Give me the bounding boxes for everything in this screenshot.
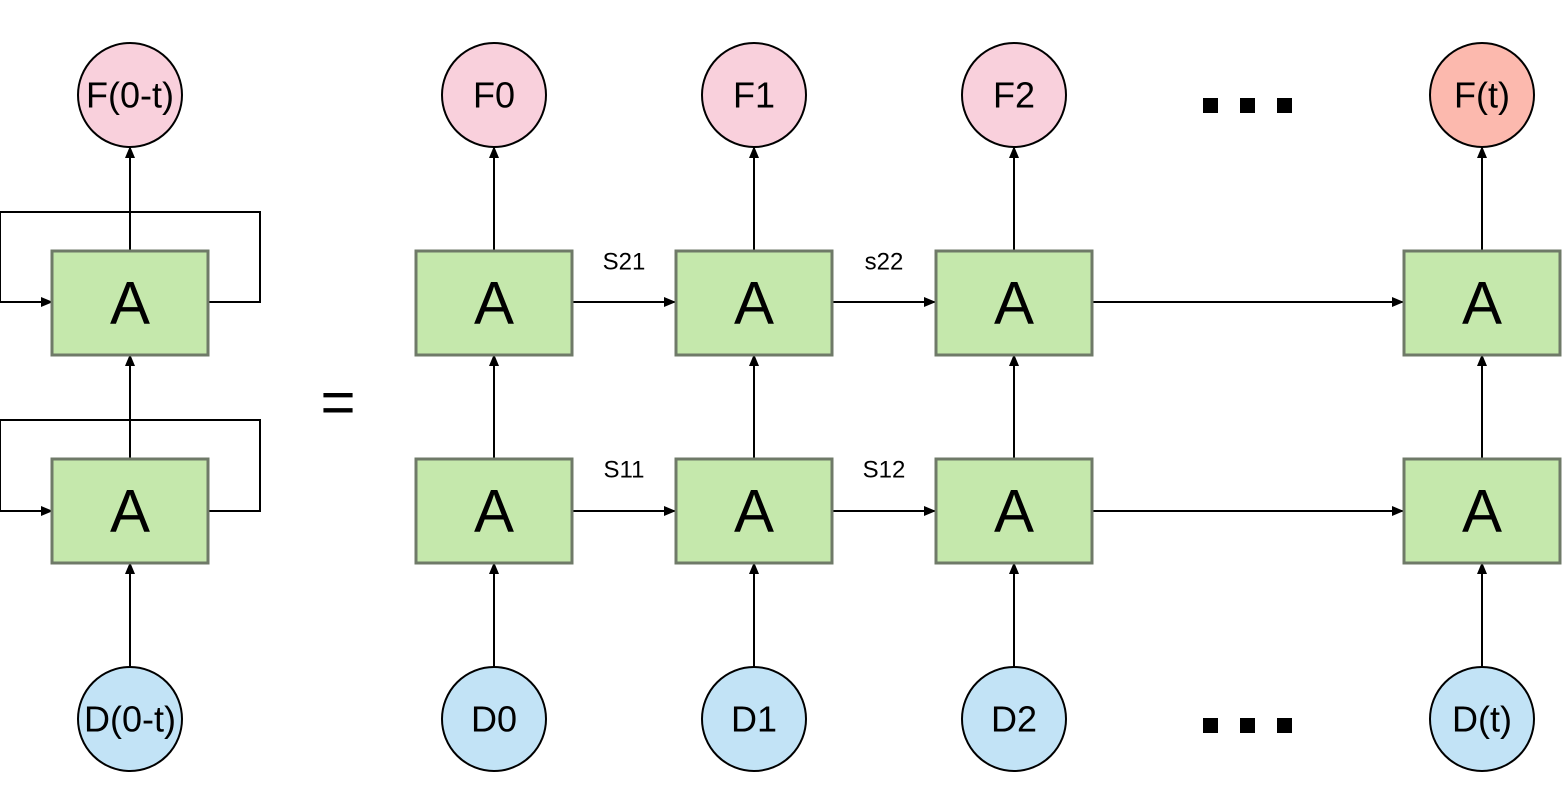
bottom-cell-1: A <box>674 457 834 565</box>
rolled-loop-bottom <box>0 419 261 516</box>
input-label-0: D0 <box>471 699 517 740</box>
rolled-top-cell: A <box>50 249 210 357</box>
output-label-2: F2 <box>993 75 1035 116</box>
output-label-1: F1 <box>733 75 775 116</box>
equals-sign: = <box>320 369 355 436</box>
bottom-ellipsis-dot-1 <box>1203 718 1218 733</box>
top-ellipsis-dot-3 <box>1277 98 1292 113</box>
rolled-input-label: D(0-t) <box>84 699 176 740</box>
input-node-0: D0 <box>441 666 547 772</box>
input-label-final: D(t) <box>1452 699 1512 740</box>
top-cell-label-1: A <box>734 270 774 337</box>
top-ellipsis-dot-1 <box>1203 98 1218 113</box>
rolled-output-label: F(0-t) <box>86 75 174 116</box>
rolled-output-node: F(0-t) <box>77 42 183 148</box>
rolled-input-node: D(0-t) <box>77 666 183 772</box>
rolled-network: A A F(0-t) D(0-t) <box>0 42 261 772</box>
bottom-state-label-1: S12 <box>863 457 906 484</box>
top-cell-label-2: A <box>994 270 1034 337</box>
input-label-1: D1 <box>731 699 777 740</box>
bottom-cell-label-0: A <box>474 478 514 545</box>
top-state-label-0: S21 <box>603 249 646 276</box>
top-cell-label-3: A <box>1462 270 1502 337</box>
rolled-top-cell-label: A <box>110 270 150 337</box>
bottom-cell-3: A <box>1402 457 1562 565</box>
bottom-state-label-0: S11 <box>604 457 645 484</box>
top-cell-3: A <box>1402 249 1562 357</box>
input-label-2: D2 <box>991 699 1037 740</box>
top-ellipsis-dot-2 <box>1240 98 1255 113</box>
output-node-2: F2 <box>961 42 1067 148</box>
top-cell-label-0: A <box>474 270 514 337</box>
output-node-0: F0 <box>441 42 547 148</box>
bottom-ellipsis <box>1203 718 1292 733</box>
bottom-cell-label-1: A <box>734 478 774 545</box>
rolled-loop-top <box>0 211 261 307</box>
rolled-bottom-cell: A <box>50 457 210 565</box>
bottom-cell-2: A <box>934 457 1094 565</box>
output-label-0: F0 <box>473 75 515 116</box>
unrolled-network: A A A A A A A A S2 <box>414 42 1562 772</box>
top-cell-0: A <box>414 249 574 357</box>
top-cell-2: A <box>934 249 1094 357</box>
output-label-final: F(t) <box>1454 75 1510 116</box>
output-node-1: F1 <box>701 42 807 148</box>
top-cell-1: A <box>674 249 834 357</box>
top-ellipsis <box>1203 98 1292 113</box>
bottom-cell-0: A <box>414 457 574 565</box>
bottom-cell-label-2: A <box>994 478 1034 545</box>
bottom-ellipsis-dot-3 <box>1277 718 1292 733</box>
input-node-2: D2 <box>961 666 1067 772</box>
input-node-final: D(t) <box>1429 666 1535 772</box>
output-node-final: F(t) <box>1429 42 1535 148</box>
bottom-ellipsis-dot-2 <box>1240 718 1255 733</box>
top-state-label-1: s22 <box>865 249 904 276</box>
input-node-1: D1 <box>701 666 807 772</box>
rolled-bottom-cell-label: A <box>110 478 150 545</box>
bottom-cell-label-3: A <box>1462 478 1502 545</box>
